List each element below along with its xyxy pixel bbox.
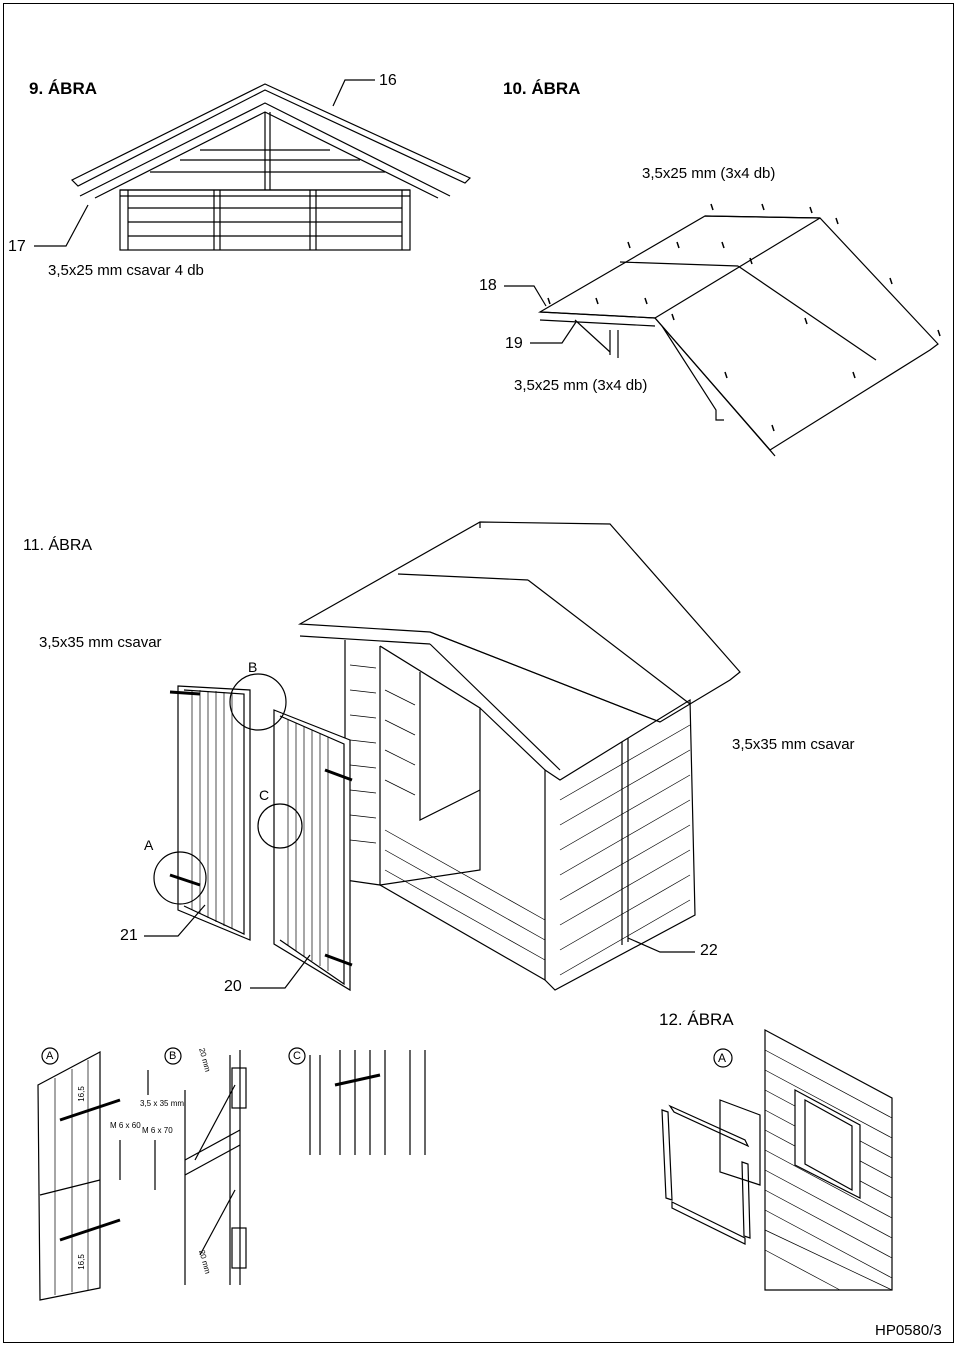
dim-16-5-top: 16,5 [76, 1086, 86, 1102]
fig9-gable-drawing [34, 79, 472, 251]
screw-size-label: 3,5 x 35 mm [140, 1099, 185, 1108]
fig9-title: 9. ÁBRA [29, 79, 98, 98]
fig11-screw-note-left: 3,5x35 mm csavar [39, 634, 162, 651]
callout-18: 18 [479, 277, 497, 294]
bolt-m6x70-label: M 6 x 70 [142, 1126, 173, 1135]
fig12-title: 12. ÁBRA [659, 1010, 734, 1029]
detail-a-label: A [46, 1050, 54, 1062]
callout-16: 16 [379, 72, 397, 89]
fig11-title: 11. ÁBRA [23, 537, 93, 554]
detail-b-label: B [169, 1050, 177, 1062]
callout-19: 19 [505, 335, 523, 352]
doc-code: HP0580/3 [875, 1322, 942, 1339]
hinge-details-drawing [37, 1047, 426, 1301]
callout-21: 21 [120, 927, 138, 944]
fig11-shed-drawing [144, 521, 741, 992]
fig11-detail-a: A [144, 837, 154, 853]
fig11-detail-c: C [259, 787, 270, 803]
fig12-window-drawing [661, 1028, 893, 1291]
fig11-screw-note-right: 3,5x35 mm csavar [732, 736, 855, 753]
fig12-detail-a: A [718, 1051, 727, 1065]
fig10-screw-note-bottom: 3,5x25 mm (3x4 db) [514, 377, 648, 394]
callout-22: 22 [700, 942, 718, 959]
fig11-detail-b: B [248, 659, 258, 675]
bolt-m6x60-label: M 6 x 60 [110, 1121, 141, 1130]
callout-20: 20 [224, 978, 242, 995]
callout-17: 17 [8, 238, 26, 255]
fig10-title: 10. ÁBRA [503, 79, 581, 98]
detail-c-label: C [293, 1050, 301, 1062]
fig9-screw-note: 3,5x25 mm csavar 4 db [48, 262, 204, 279]
fig10-screw-note-top: 3,5x25 mm (3x4 db) [642, 165, 776, 182]
page-frame [3, 3, 954, 1343]
fig10-roof-drawing [504, 203, 941, 457]
dim-16-5-bottom: 16,5 [76, 1254, 86, 1270]
